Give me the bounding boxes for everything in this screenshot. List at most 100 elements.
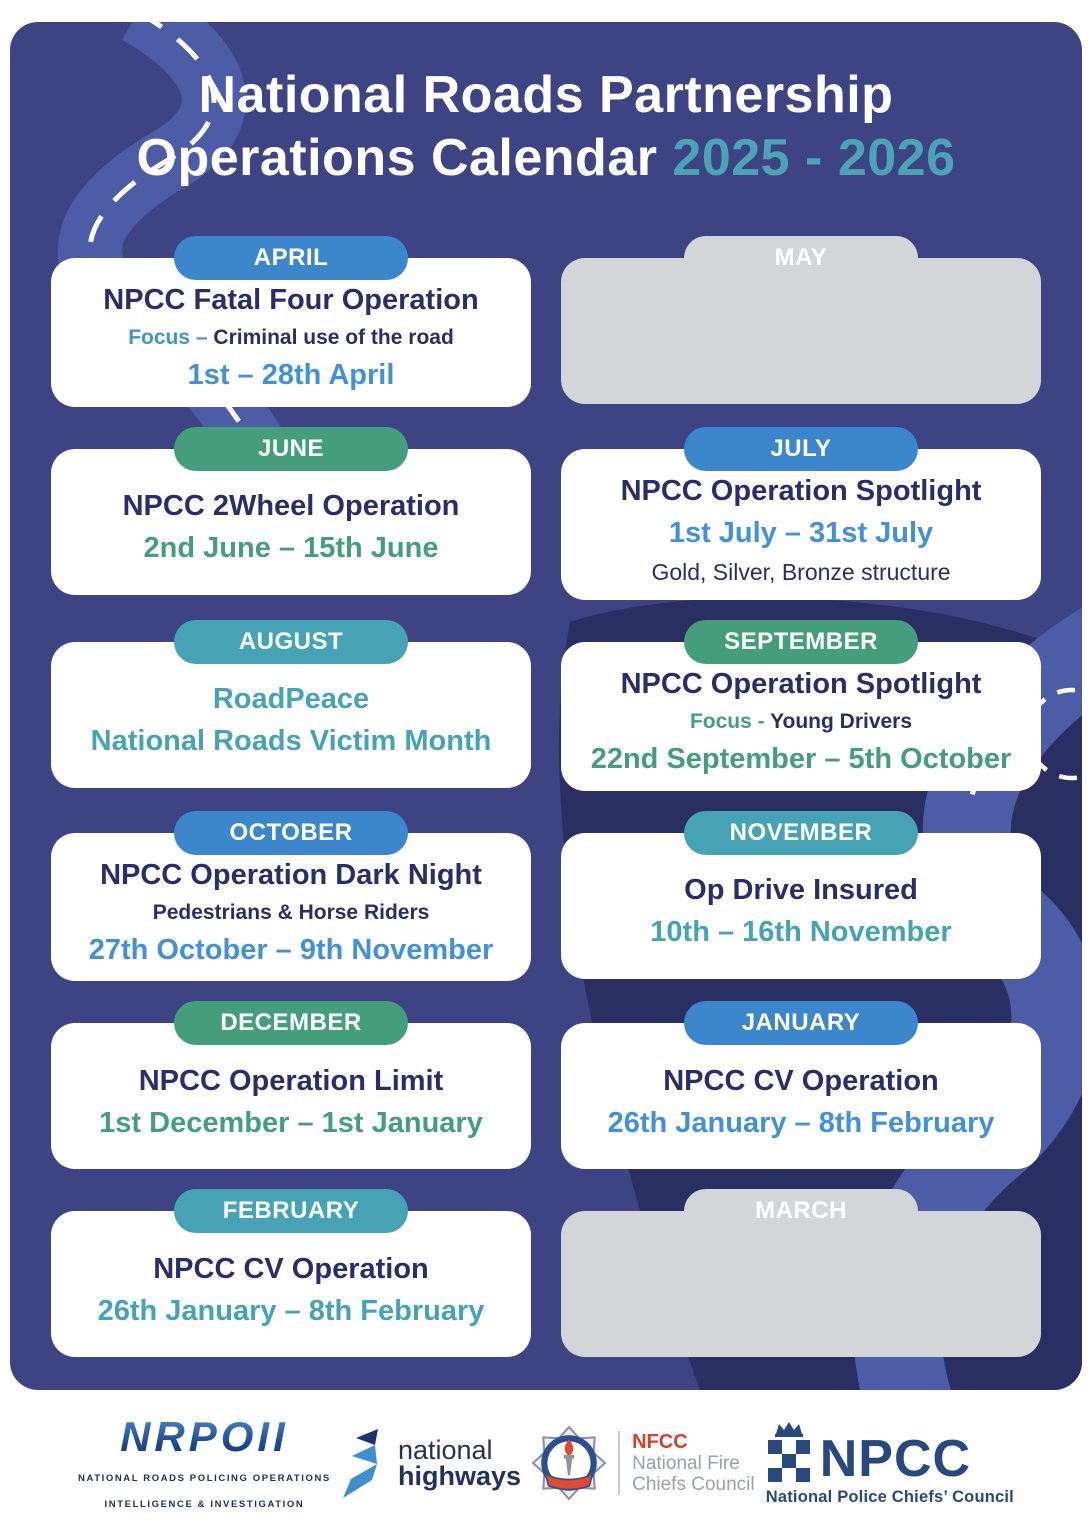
month-card-may: MAY <box>561 235 1041 407</box>
month-card-line: Pedestrians & Horse Riders <box>153 901 430 925</box>
month-card-line: 1st – 28th April <box>188 359 395 392</box>
month-tab-april: APRIL <box>174 235 408 280</box>
month-card-body: NPCC Operation Limit 1st December – 1st J… <box>51 1023 531 1170</box>
month-card-line: NPCC Operation Spotlight <box>621 475 982 508</box>
month-card-line: NPCC 2Wheel Operation <box>123 490 460 523</box>
month-card-text: NPCC CV Operation <box>153 1252 429 1285</box>
month-card-line: NPCC Operation Dark Night <box>100 859 482 892</box>
title-years: 2025 - 2026 <box>672 129 956 188</box>
month-tab-may: MAY <box>684 235 918 288</box>
month-card-text: NPCC Operation Limit <box>138 1064 444 1097</box>
month-card-text: Gold, Silver, Bronze structure <box>651 559 951 586</box>
month-card-line: 26th January – 8th February <box>98 1295 485 1328</box>
month-card-line: 1st July – 31st July <box>669 517 933 550</box>
month-card-text: RoadPeace <box>212 682 370 715</box>
month-card-text: National Roads Victim Month <box>90 725 492 758</box>
month-card-body: NPCC Operation Spotlight 1st July – 31st … <box>561 448 1041 600</box>
nfcc-text: NFCC National Fire Chiefs Council <box>632 1431 755 1496</box>
month-card-text: NPCC CV Operation <box>663 1064 939 1097</box>
month-card-march: MARCH <box>561 1189 1041 1358</box>
month-tab-june: JUNE <box>174 426 408 471</box>
national-highways-text: national highways <box>397 1434 521 1491</box>
national-highways-logo: national highways <box>342 1427 521 1499</box>
month-card-text: 1st – 28th April <box>187 359 395 392</box>
month-card-text: 1st December – 1st January <box>99 1106 483 1139</box>
title-line-2-text: Operations Calendar <box>136 129 658 188</box>
nrpoii-tagline-1: NATIONAL ROADS POLICING OPERATIONS <box>78 1473 331 1484</box>
poster-title: National Roads Partnership Operations Ca… <box>10 64 1082 191</box>
month-card-july: JULY NPCC Operation Spotlight 1st July – 3… <box>561 426 1041 600</box>
month-card-line: NPCC Fatal Four Operation <box>103 284 478 317</box>
nfcc-divider <box>618 1431 621 1495</box>
nfcc-line-2: Chiefs Council <box>632 1474 755 1496</box>
month-card-text: Pedestrians & Horse Riders <box>152 901 430 924</box>
month-tab-january: JANUARY <box>684 1001 918 1046</box>
month-card-february: FEBRUARY NPCC CV Operation 26th January – … <box>51 1189 531 1358</box>
month-card-text: Focus - <box>689 710 771 734</box>
nfcc-badge-icon <box>532 1426 607 1500</box>
month-tab-august: AUGUST <box>174 619 408 664</box>
month-card-body: NPCC 2Wheel Operation 2nd June – 15th Jun… <box>51 448 531 595</box>
month-card-text: Focus – <box>128 326 214 350</box>
month-card-body: NPCC CV Operation 26th January – 8th Febr… <box>561 1023 1041 1170</box>
npcc-logo: NPCC National Police Chiefs’ Council <box>766 1420 1014 1507</box>
nrpoii-logo: NRPOII NATIONAL ROADS POLICING OPERATION… <box>78 1413 331 1511</box>
month-tab-november: NOVEMBER <box>684 810 918 855</box>
month-tab-july: JULY <box>684 426 918 471</box>
month-card-line: NPCC Operation Limit <box>139 1065 444 1098</box>
month-card-text: 2nd June – 15th June <box>143 532 439 565</box>
national-highways-icon <box>342 1429 378 1498</box>
nfcc-logo: NFCC National Fire Chiefs Council <box>532 1426 755 1500</box>
nrpoii-acronym: NRPOII <box>120 1413 289 1460</box>
month-card-line: 2nd June – 15th June <box>144 532 439 565</box>
npcc-crest-icon <box>767 1421 810 1482</box>
month-card-text: 1st July – 31st July <box>668 517 934 550</box>
month-card-december: DECEMBER NPCC Operation Limit 1st December… <box>51 1001 531 1170</box>
month-card-text: 26th January – 8th February <box>97 1294 485 1327</box>
title-line-2: Operations Calendar 2025 - 2026 <box>10 127 1082 190</box>
month-tab-september: SEPTEMBER <box>684 619 918 664</box>
month-card-line: 22nd September – 5th October <box>591 743 1012 776</box>
title-line-1: National Roads Partnership <box>198 66 894 124</box>
national-highways-word-2: highways <box>397 1461 521 1491</box>
month-card-text: NPCC Operation Spotlight <box>620 667 982 700</box>
month-card-line: Focus - Young Drivers <box>690 710 912 734</box>
month-tab-february: FEBRUARY <box>174 1189 408 1234</box>
month-tab-december: DECEMBER <box>174 1001 408 1046</box>
month-card-line: Focus – Criminal use of the road <box>128 326 454 350</box>
month-card-line: NPCC CV Operation <box>153 1253 429 1286</box>
month-card-text: NPCC Operation Dark Night <box>100 858 482 891</box>
month-tab-march: MARCH <box>684 1189 918 1242</box>
month-card-text: 22nd September – 5th October <box>590 743 1012 776</box>
month-card-text: 26th January – 8th February <box>607 1106 995 1139</box>
national-highways-word-1: national <box>397 1434 493 1465</box>
month-tab-october: OCTOBER <box>174 810 408 855</box>
calendar-panel: National Roads Partnership Operations Ca… <box>10 22 1082 1390</box>
month-card-line: RoadPeace <box>213 683 369 716</box>
partner-logos-footer: NRPOII NATIONAL ROADS POLICING OPERATION… <box>0 1390 1092 1536</box>
month-card-line: NPCC Operation Spotlight <box>621 668 982 701</box>
npcc-caption: National Police Chiefs’ Council <box>765 1487 1014 1506</box>
nfcc-line-1: National Fire <box>632 1452 740 1474</box>
month-card-line: NPCC CV Operation <box>663 1065 939 1098</box>
month-card-text: Criminal use of the road <box>213 326 454 350</box>
month-card-text: NPCC 2Wheel Operation <box>122 489 460 522</box>
month-card-line: 26th January – 8th February <box>608 1107 995 1140</box>
month-card-line: 27th October – 9th November <box>89 934 494 967</box>
month-card-text: NPCC Fatal Four Operation <box>103 283 479 316</box>
nfcc-acronym: NFCC <box>632 1430 688 1453</box>
nrpoii-tagline-2: INTELLIGENCE & INVESTIGATION <box>104 1499 305 1510</box>
npcc-logo-top: NPCC <box>766 1420 971 1485</box>
month-card-line: National Roads Victim Month <box>91 725 492 758</box>
month-card-text: 27th October – 9th November <box>88 934 494 967</box>
